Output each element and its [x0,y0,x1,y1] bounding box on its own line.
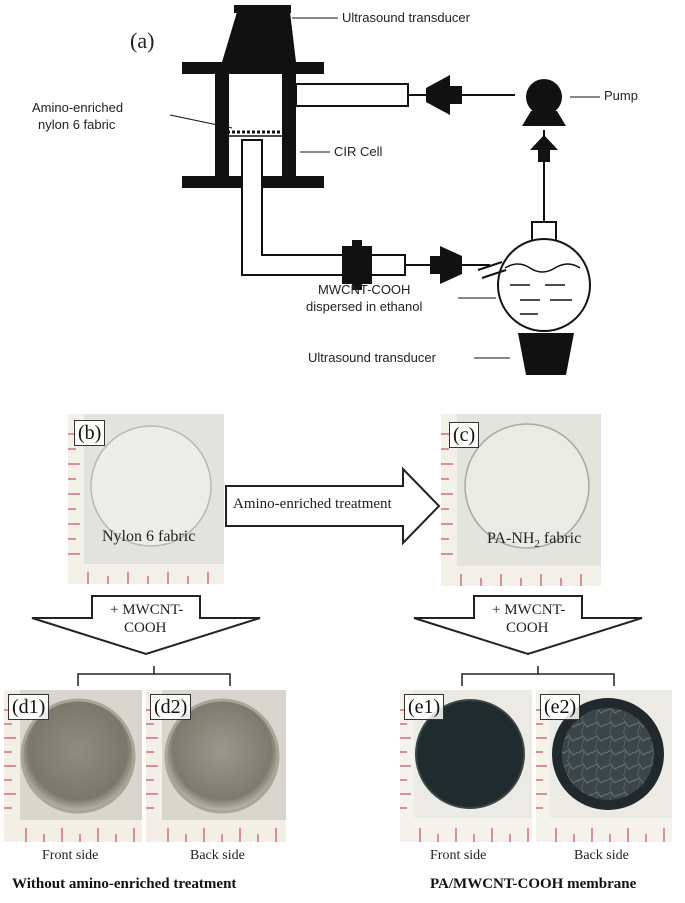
photo-e1-front: (e1) [400,690,532,842]
photo-e2-back: (e2) [536,690,672,842]
panel-c-caption: PA-NH2 fabric [487,530,581,550]
label-fabric-line1: Amino-enriched [32,100,124,115]
treatment-arrow-text: Amino-enriched treatment [233,496,392,512]
pump-icon [526,79,562,115]
label-ultrasound-transducer-bottom: Ultrasound transducer [308,350,436,365]
panel-c-caption-tail: fabric [539,530,582,547]
photo-nylon-6-fabric: (b) Nylon 6 fabric [68,414,224,584]
bracket-right [461,666,615,686]
label-dispersion-line2: dispersed in ethanol [306,299,423,314]
bracket-left [77,666,231,686]
cir-cell-left-wall [215,74,229,186]
panel-b-caption: Nylon 6 fabric [102,528,196,545]
panel-b-tag: (b) [74,420,106,446]
outlet-tube [241,139,406,276]
down-arrow-right-line2: COOH [506,620,549,636]
round-bottom-flask [497,238,591,332]
photo-e2-tag: (e2) [540,694,581,720]
down-arrow-right: + MWCNT- COOH [410,594,646,656]
photo-e1-tag: (e1) [404,694,445,720]
photo-pa-nh2-fabric: (c) PA-NH2 fabric [441,414,601,586]
label-fabric-line2: nylon 6 fabric [38,117,116,132]
panel-a-schematic: (a) Ultrasound transducer Pump Amino-enr… [0,0,685,390]
apparatus-diagram [169,5,600,375]
label-ultrasound-transducer-top: Ultrasound transducer [342,10,470,25]
cir-cell-top-flange [182,62,324,74]
photo-d2-back: (d2) [146,690,286,842]
photo-d1-tag: (d1) [8,694,50,720]
panel-a-tag: (a) [130,28,155,53]
photo-d1-front: (d1) [4,690,142,842]
photo-d2-caption: Back side [190,848,245,863]
down-arrow-left-line1: + MWCNT- [110,602,184,618]
label-pump: Pump [604,88,638,103]
photo-e1-caption: Front side [430,848,487,863]
down-arrow-left-line2: COOH [124,620,167,636]
caption-without-treatment: Without amino-enriched treatment [12,876,237,892]
bottom-transducer-shape [518,333,574,375]
inlet-tube [295,83,409,107]
photo-d2-tag: (d2) [150,694,192,720]
top-transducer-shape [222,12,296,62]
down-arrow-left: + MWCNT- COOH [28,594,264,656]
panel-c-tag: (c) [449,422,480,448]
treatment-arrow: Amino-enriched treatment [223,466,443,546]
panel-c-caption-sub: 2 [534,538,540,551]
panel-c-caption-main: PA-NH [487,530,535,547]
down-arrow-right-line1: + MWCNT- [492,602,566,618]
label-dispersion-line1: MWCNT-COOH [318,282,411,297]
cir-cell-right-wall [282,74,296,186]
photo-d1-caption: Front side [42,848,99,863]
top-transducer-cap [234,5,291,13]
caption-pa-mwcnt-membrane: PA/MWCNT-COOH membrane [430,876,637,892]
photo-e2-caption: Back side [574,848,629,863]
label-cir-cell: CIR Cell [334,144,383,159]
